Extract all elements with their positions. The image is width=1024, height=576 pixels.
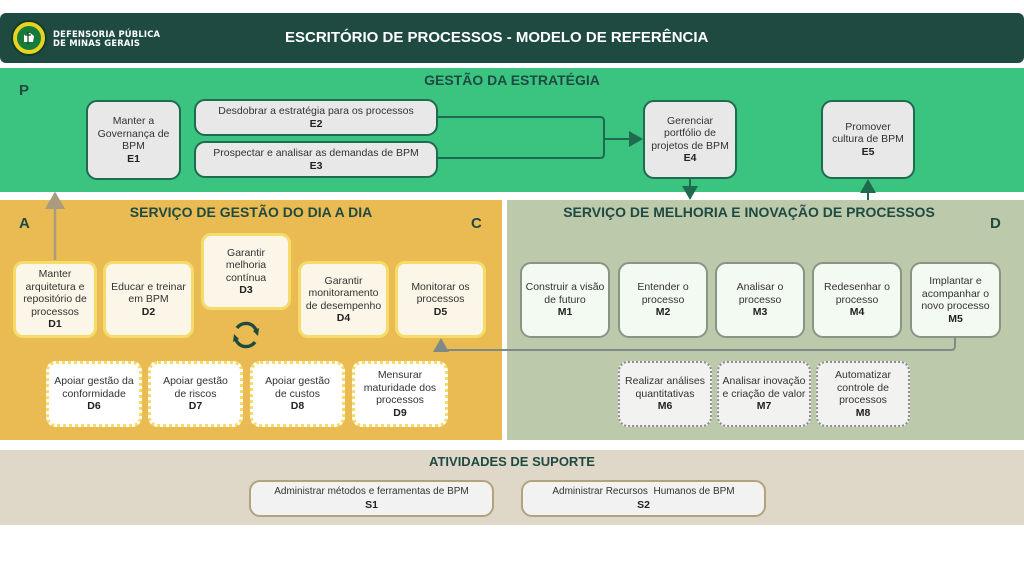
process-code: D1 bbox=[48, 318, 62, 331]
strategy-letter: P bbox=[19, 82, 30, 99]
process-text: Garantir melhoria contínua bbox=[225, 246, 267, 284]
process-box-d2[interactable]: Educar e treinar em BPM D2 bbox=[103, 261, 194, 338]
process-box-d9[interactable]: Mensurar maturidade dos processos D9 bbox=[352, 361, 448, 427]
process-text: Realizar análises quantitativas bbox=[625, 375, 705, 400]
process-box-m7[interactable]: Analisar inovação e criação de valor M7 bbox=[717, 361, 811, 427]
process-code: M3 bbox=[752, 306, 768, 319]
defensoria-seal-icon bbox=[11, 20, 47, 56]
process-text: Administrar métodos e ferramentas de BPM bbox=[274, 486, 469, 497]
process-code: E5 bbox=[861, 145, 875, 158]
process-box-m1[interactable]: Construir a visão de futuro M1 bbox=[520, 262, 610, 338]
header-bar: DEFENSORIA PÚBLICA DE MINAS GERAIS bbox=[0, 13, 1024, 63]
process-code: M1 bbox=[557, 306, 573, 319]
process-text: Monitorar os processos bbox=[411, 280, 470, 306]
process-text: Mensurar maturidade dos processos bbox=[363, 369, 437, 406]
process-text: Administrar Recursos Humanos de BPM bbox=[552, 486, 735, 497]
process-box-s2[interactable]: Administrar Recursos Humanos de BPM S2 bbox=[521, 480, 766, 517]
process-code: E1 bbox=[127, 152, 140, 165]
process-code: S1 bbox=[365, 498, 378, 511]
process-box-e3[interactable]: Prospectar e analisar as demandas de BPM… bbox=[194, 141, 438, 178]
process-code: D3 bbox=[239, 284, 253, 296]
process-box-m3[interactable]: Analisar o processo M3 bbox=[715, 262, 805, 338]
process-code: S2 bbox=[637, 498, 650, 511]
process-box-e4[interactable]: Gerenciar portfólio de projetos de BPM E… bbox=[643, 100, 737, 179]
process-box-e1[interactable]: Manter a Governança de BPM E1 bbox=[86, 100, 181, 180]
process-code: M7 bbox=[756, 400, 772, 413]
strategy-title: GESTÃO DA ESTRATÉGIA bbox=[424, 72, 600, 88]
process-box-d8[interactable]: Apoiar gestão de custos D8 bbox=[250, 361, 345, 427]
process-code: E2 bbox=[309, 117, 323, 130]
org-line-2: DE MINAS GERAIS bbox=[53, 38, 141, 48]
process-code: D9 bbox=[393, 406, 407, 419]
process-box-d3[interactable]: Garantir melhoria contínua D3 bbox=[201, 233, 291, 310]
process-text: Apoiar gestão de riscos bbox=[163, 375, 228, 400]
process-code: M6 bbox=[657, 400, 673, 413]
process-code: M2 bbox=[655, 306, 671, 319]
process-box-m4[interactable]: Redesenhar o processo M4 bbox=[812, 262, 902, 338]
process-box-d1[interactable]: Manter arquitetura e repositório de proc… bbox=[13, 261, 97, 338]
process-code: M4 bbox=[849, 306, 865, 319]
process-text: Implantar e acompanhar o novo processo bbox=[921, 275, 990, 312]
process-text: Entender o processo bbox=[637, 281, 689, 306]
process-code: E4 bbox=[683, 152, 697, 164]
support-title: ATIVIDADES DE SUPORTE bbox=[429, 454, 595, 469]
process-code: E3 bbox=[309, 159, 323, 172]
process-box-d7[interactable]: Apoiar gestão de riscos D7 bbox=[148, 361, 243, 427]
process-code: M8 bbox=[855, 406, 871, 419]
process-box-m8[interactable]: Automatizar controle de processos M8 bbox=[816, 361, 910, 427]
daily-letter-left: A bbox=[19, 215, 30, 232]
process-box-e2[interactable]: Desdobrar a estratégia para os processos… bbox=[194, 99, 438, 136]
process-code: D6 bbox=[87, 400, 101, 413]
process-box-s1[interactable]: Administrar métodos e ferramentas de BPM… bbox=[249, 480, 494, 517]
process-text: Desdobrar a estratégia para os processos bbox=[218, 105, 414, 117]
process-box-m6[interactable]: Realizar análises quantitativas M6 bbox=[618, 361, 712, 427]
process-text: Analisar inovação e criação de valor bbox=[722, 375, 806, 400]
process-code: M5 bbox=[948, 312, 963, 325]
process-box-m5[interactable]: Implantar e acompanhar o novo processo M… bbox=[910, 262, 1001, 338]
process-text: Apoiar gestão de custos bbox=[265, 375, 330, 400]
daily-letter-right: C bbox=[471, 215, 482, 232]
process-text: Analisar o processo bbox=[736, 281, 784, 306]
process-text: Apoiar gestão da conformidade bbox=[54, 375, 134, 400]
page-title: ESCRITÓRIO DE PROCESSOS - MODELO DE REFE… bbox=[285, 29, 709, 46]
process-text: Construir a visão de futuro bbox=[525, 281, 605, 306]
process-code: D4 bbox=[336, 312, 351, 324]
support-band bbox=[0, 450, 1024, 525]
process-box-e5[interactable]: Promover cultura de BPM E5 bbox=[821, 100, 915, 179]
cycle-arrows-icon bbox=[233, 321, 259, 349]
process-text: Gerenciar portfólio de projetos de BPM bbox=[651, 114, 729, 152]
process-code: D2 bbox=[141, 305, 156, 318]
process-box-m2[interactable]: Entender o processo M2 bbox=[618, 262, 708, 338]
process-code: D5 bbox=[433, 305, 448, 318]
process-code: D7 bbox=[188, 400, 203, 413]
process-text: Manter arquitetura e repositório de proc… bbox=[23, 268, 87, 318]
process-text: Automatizar controle de processos bbox=[834, 369, 892, 406]
improvement-letter: D bbox=[990, 215, 1001, 232]
improvement-title: SERVIÇO DE MELHORIA E INOVAÇÃO DE PROCES… bbox=[563, 204, 935, 220]
process-text: Manter a Governança de BPM bbox=[97, 115, 170, 152]
daily-title: SERVIÇO DE GESTÃO DO DIA A DIA bbox=[129, 204, 373, 220]
process-box-d4[interactable]: Garantir monitoramento de desempenho D4 bbox=[298, 261, 389, 338]
process-text: Garantir monitoramento de desempenho bbox=[305, 274, 382, 312]
organization-name: DEFENSORIA PÚBLICA DE MINAS GERAIS bbox=[53, 30, 160, 48]
org-line-1: DEFENSORIA PÚBLICA bbox=[53, 29, 161, 39]
process-text: Prospectar e analisar as demandas de BPM bbox=[213, 147, 419, 159]
process-text: Promover cultura de BPM bbox=[832, 120, 904, 146]
process-code: D8 bbox=[290, 400, 305, 413]
process-box-d5[interactable]: Monitorar os processos D5 bbox=[395, 261, 486, 338]
process-text: Educar e treinar em BPM bbox=[111, 280, 186, 306]
process-text: Redesenhar o processo bbox=[824, 281, 890, 306]
process-box-d6[interactable]: Apoiar gestão da conformidade D6 bbox=[46, 361, 142, 427]
